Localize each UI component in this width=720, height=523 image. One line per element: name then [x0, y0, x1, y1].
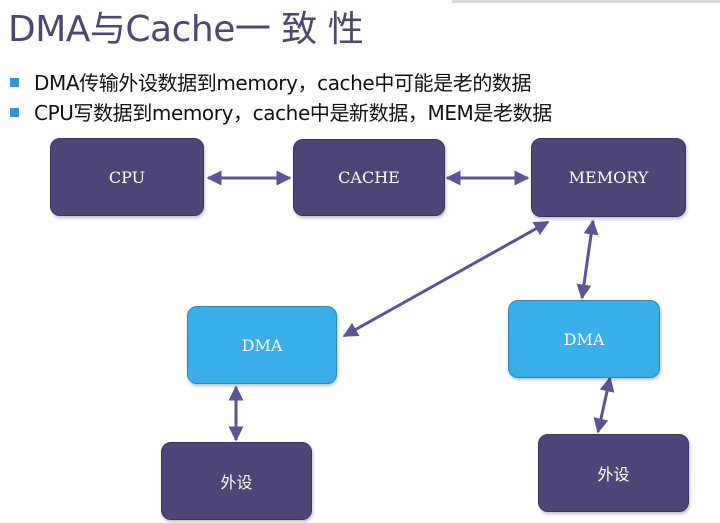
memory-label: MEMORY	[568, 168, 649, 187]
dma-box-right: DMA	[508, 300, 660, 378]
bullet-item: CPU写数据到memory，cache中是新数据，MEM是老数据	[10, 98, 552, 128]
peripheral-box-right: 外设	[538, 434, 689, 512]
dma-left-label: DMA	[241, 335, 283, 355]
slide-title: DMA与Cache一 致 性	[8, 9, 364, 50]
cache-box: CACHE	[293, 139, 445, 216]
bullet-text: CPU写数据到memory，cache中是新数据，MEM是老数据	[34, 101, 552, 125]
square-bullet-icon	[10, 78, 19, 87]
arrow-dma-right-peripheral-right	[593, 376, 615, 434]
cpu-label: CPU	[108, 167, 146, 187]
bullet-item: DMA传输外设数据到memory，cache中可能是老的数据	[10, 68, 552, 98]
arrow-memory-dma-right	[576, 219, 599, 300]
top-decoration-band	[452, 0, 720, 3]
bullet-text: DMA传输外设数据到memory，cache中可能是老的数据	[34, 71, 532, 95]
peripheral-box-left: 外设	[161, 442, 312, 520]
dma-right-label: DMA	[563, 329, 605, 349]
cpu-box: CPU	[50, 138, 204, 216]
square-bullet-icon	[10, 108, 19, 117]
cache-label: CACHE	[338, 168, 400, 187]
peripheral-right-label: 外设	[597, 465, 630, 484]
arrow-memory-dma-left	[342, 220, 550, 338]
peripheral-left-label: 外设	[220, 473, 253, 492]
dma-box-left: DMA	[187, 306, 337, 384]
memory-box: MEMORY	[531, 138, 686, 217]
bullet-list: DMA传输外设数据到memory，cache中可能是老的数据 CPU写数据到me…	[10, 68, 552, 128]
